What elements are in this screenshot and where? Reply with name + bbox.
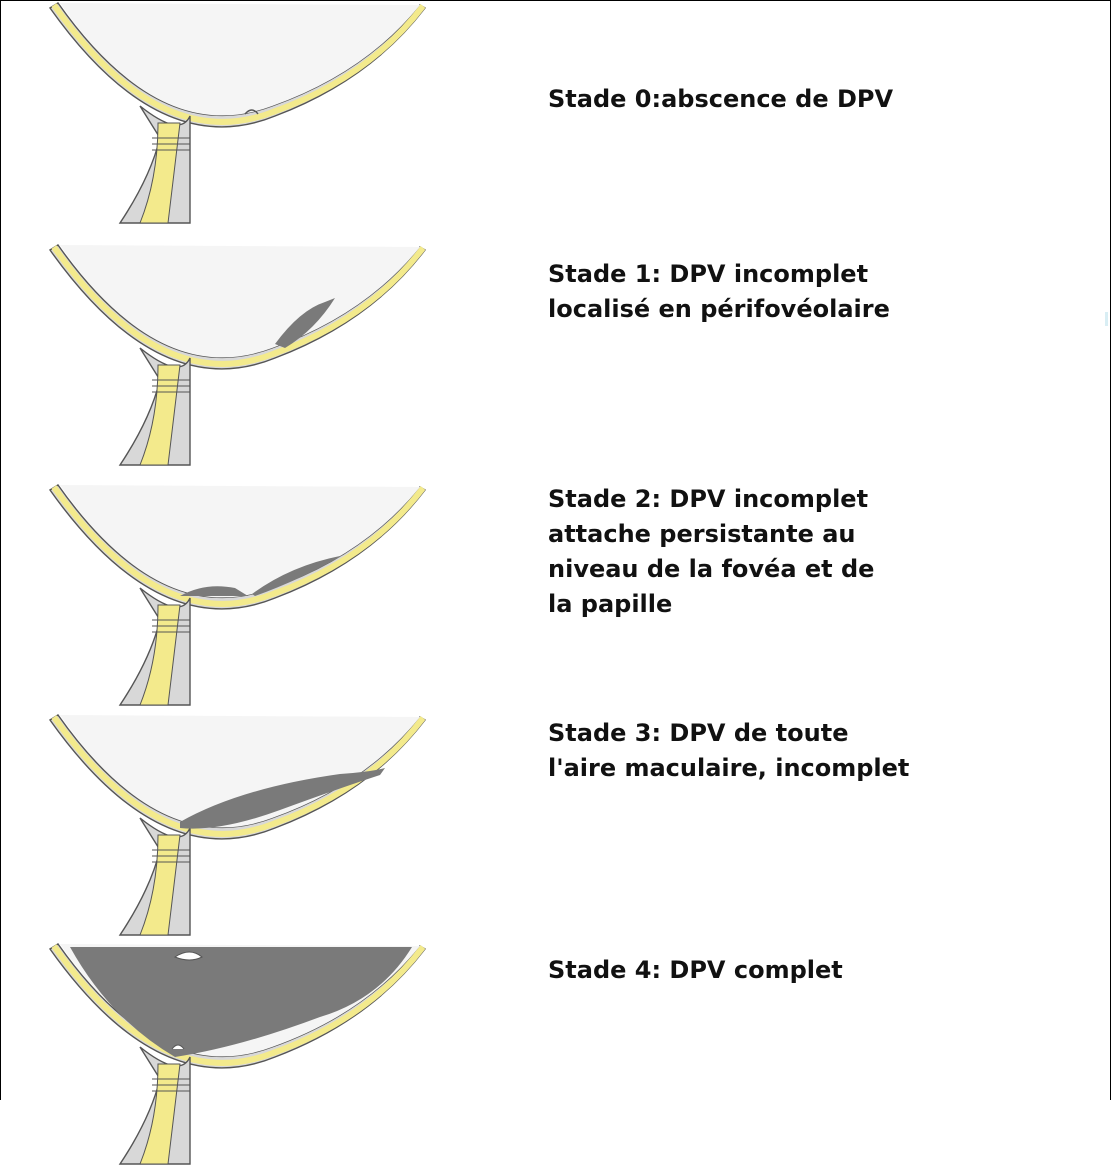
stage-1: Stade 1: DPV incomplet localisé en périf… (0, 235, 1113, 475)
stage-4: Stade 4: DPV complet (0, 935, 1113, 1175)
stage-4-label: Stade 4: DPV complet (548, 953, 843, 988)
stage-2: Stade 2: DPV incomplet attache persistan… (0, 470, 1113, 710)
eye-diagram-stage-1 (40, 230, 440, 470)
eye-diagram-stage-3 (40, 700, 440, 940)
eye-diagram-stage-4-drawing (50, 944, 425, 1164)
stage-3-label: Stade 3: DPV de toute l'aire maculaire, … (548, 716, 909, 786)
eye-diagram-stage-2-drawing (50, 485, 425, 705)
eye-diagram-stage-0 (40, 0, 440, 228)
stage-0-label: Stade 0:abscence de DPV (548, 82, 893, 117)
eye-diagram-stage-2 (40, 470, 440, 710)
edge-speck (1105, 312, 1108, 326)
stage-1-label: Stade 1: DPV incomplet localisé en périf… (548, 257, 890, 327)
stage-0: Stade 0:abscence de DPV (0, 0, 1113, 240)
eye-diagram-stage-3-drawing (50, 715, 425, 935)
eye-diagram-stage-0-drawing (50, 3, 425, 223)
stage-2-label: Stade 2: DPV incomplet attache persistan… (548, 482, 874, 622)
eye-diagram-stage-4 (40, 929, 440, 1169)
eye-diagram-stage-1-drawing (50, 245, 425, 465)
stage-3: Stade 3: DPV de toute l'aire maculaire, … (0, 700, 1113, 940)
